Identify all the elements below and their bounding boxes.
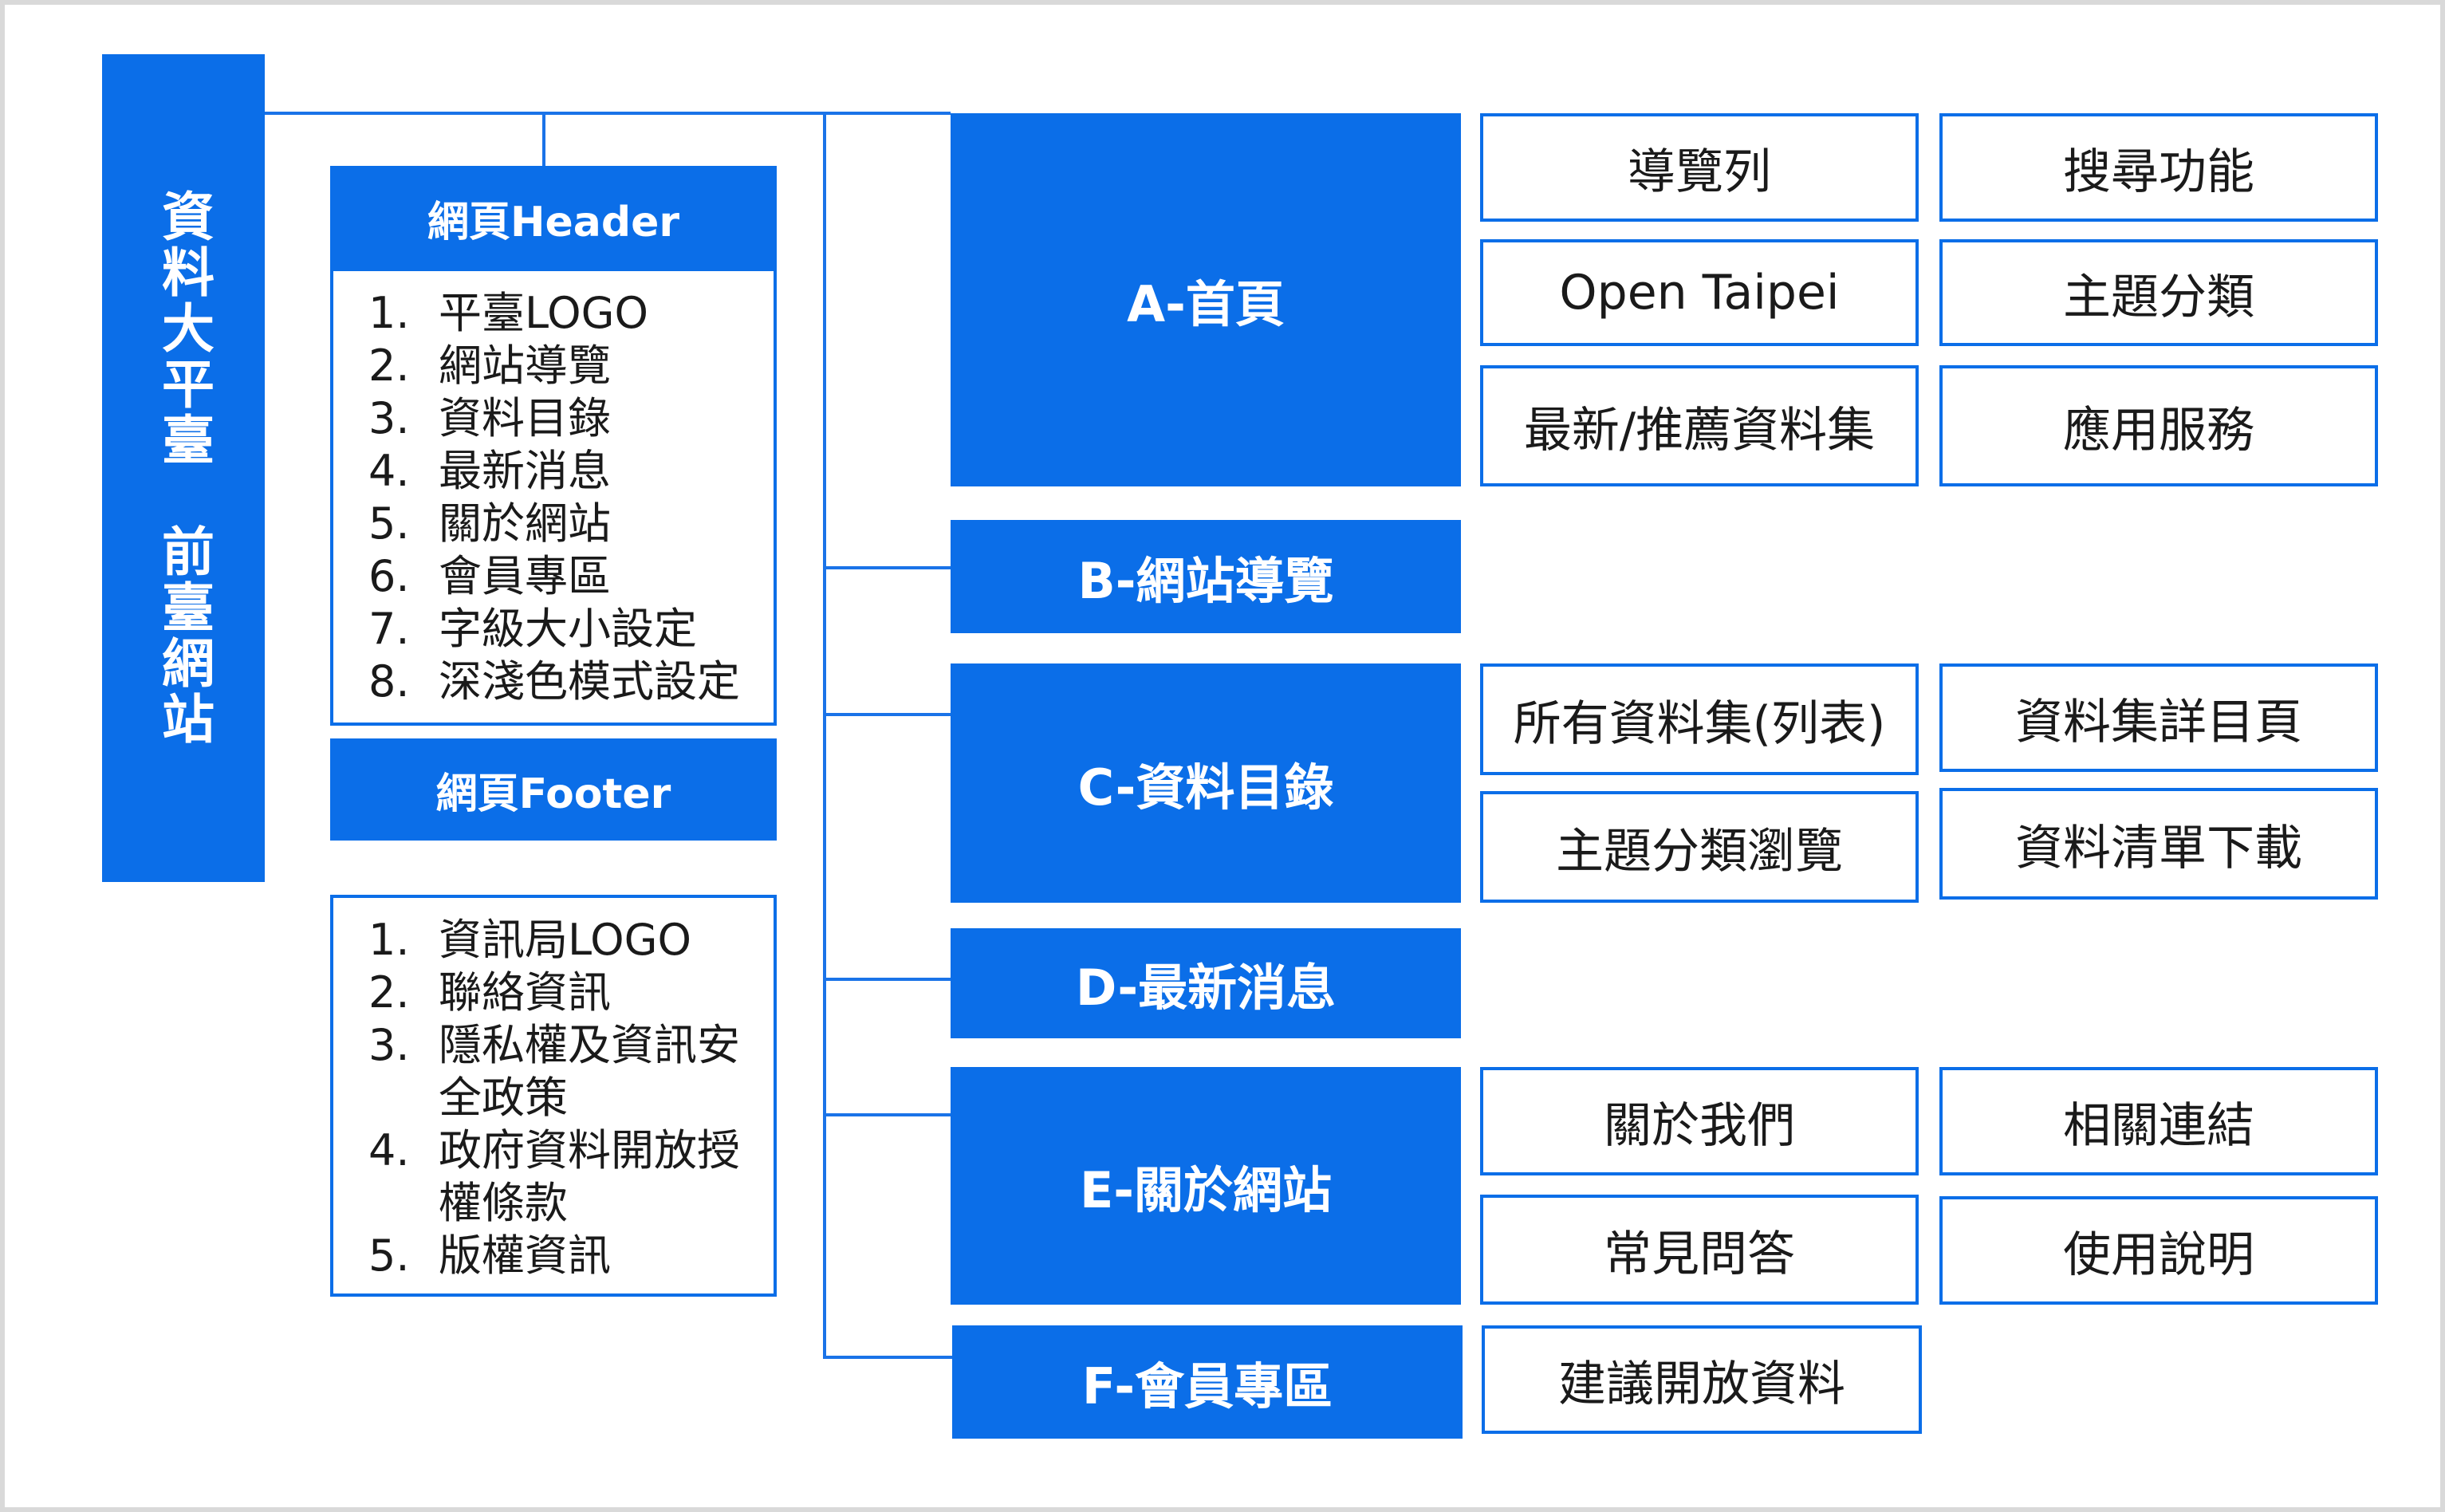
footer-list: 1.資訊局LOGO 2.聯絡資訊 3.隱私權及資訊安全政策 4.政府資料開放授權… <box>333 914 774 1282</box>
child-node: 主題分類 <box>1939 239 2378 346</box>
child-node: 關於我們 <box>1480 1067 1919 1175</box>
list-item: 6.會員專區 <box>368 551 611 601</box>
connector-branch-e <box>823 1113 951 1116</box>
child-node: 相關連結 <box>1939 1067 2378 1175</box>
list-item: 4.最新消息 <box>368 446 611 496</box>
child-node: 搜尋功能 <box>1939 113 2378 222</box>
section-f-member: F-會員專區 <box>952 1325 1463 1439</box>
list-item: 5.關於網站 <box>368 498 611 549</box>
section-e-about: E-關於網站 <box>951 1067 1461 1305</box>
header-title-bar: 網頁Header <box>330 166 777 270</box>
list-item: 8.深淺色模式設定 <box>368 656 740 707</box>
child-node: 所有資料集(列表) <box>1480 663 1919 775</box>
connector-branch-d <box>823 978 951 981</box>
child-node: 最新/推薦資料集 <box>1480 365 1919 486</box>
connector-root-top <box>263 112 951 115</box>
child-node: 建議開放資料 <box>1482 1325 1922 1434</box>
list-item: 3.隱私權及資訊安全政策 <box>368 1020 740 1123</box>
footer-title-bar: 網頁Footer <box>330 738 777 841</box>
list-item: 2.網站導覽 <box>368 341 611 391</box>
header-list: 1.平臺LOGO 2.網站導覽 3.資料目錄 4.最新消息 5.關於網站 6.會… <box>333 287 774 708</box>
section-d-news: D-最新消息 <box>951 928 1461 1038</box>
header-list-box: 1.平臺LOGO 2.網站導覽 3.資料目錄 4.最新消息 5.關於網站 6.會… <box>330 268 777 726</box>
list-item: 5.版權資訊 <box>368 1230 611 1281</box>
connector-trunk <box>823 112 826 1357</box>
child-node: Open Taipei <box>1480 239 1919 346</box>
root-node: 資料大平臺 前臺網站 <box>102 54 265 882</box>
connector-branch-b <box>823 566 951 569</box>
section-b-sitemap: B-網站導覽 <box>951 520 1461 633</box>
list-item: 2.聯絡資訊 <box>368 967 611 1018</box>
footer-title: 網頁Footer <box>435 770 671 818</box>
child-node: 導覽列 <box>1480 113 1919 222</box>
child-node: 應用服務 <box>1939 365 2378 486</box>
connector-branch-f <box>823 1356 952 1359</box>
connector-header-drop <box>542 112 545 166</box>
list-item: 7.字級大小設定 <box>368 604 697 654</box>
connector-branch-c <box>823 713 951 716</box>
child-node: 資料清單下載 <box>1939 788 2378 900</box>
root-title: 資料大平臺 前臺網站 <box>153 189 215 747</box>
header-title: 網頁Header <box>427 198 679 246</box>
list-item: 1.資訊局LOGO <box>368 915 692 965</box>
child-node: 常見問答 <box>1480 1195 1919 1305</box>
list-item: 1.平臺LOGO <box>368 288 649 338</box>
section-c-catalog: C-資料目錄 <box>951 663 1461 903</box>
list-item: 3.資料目錄 <box>368 393 611 443</box>
section-a-home: A-首頁 <box>951 113 1461 486</box>
footer-list-box: 1.資訊局LOGO 2.聯絡資訊 3.隱私權及資訊安全政策 4.政府資料開放授權… <box>330 895 777 1297</box>
child-node: 主題分類瀏覽 <box>1480 791 1919 903</box>
child-node: 資料集詳目頁 <box>1939 663 2378 772</box>
child-node: 使用說明 <box>1939 1196 2378 1305</box>
list-item: 4.政府資料開放授權條款 <box>368 1125 740 1228</box>
